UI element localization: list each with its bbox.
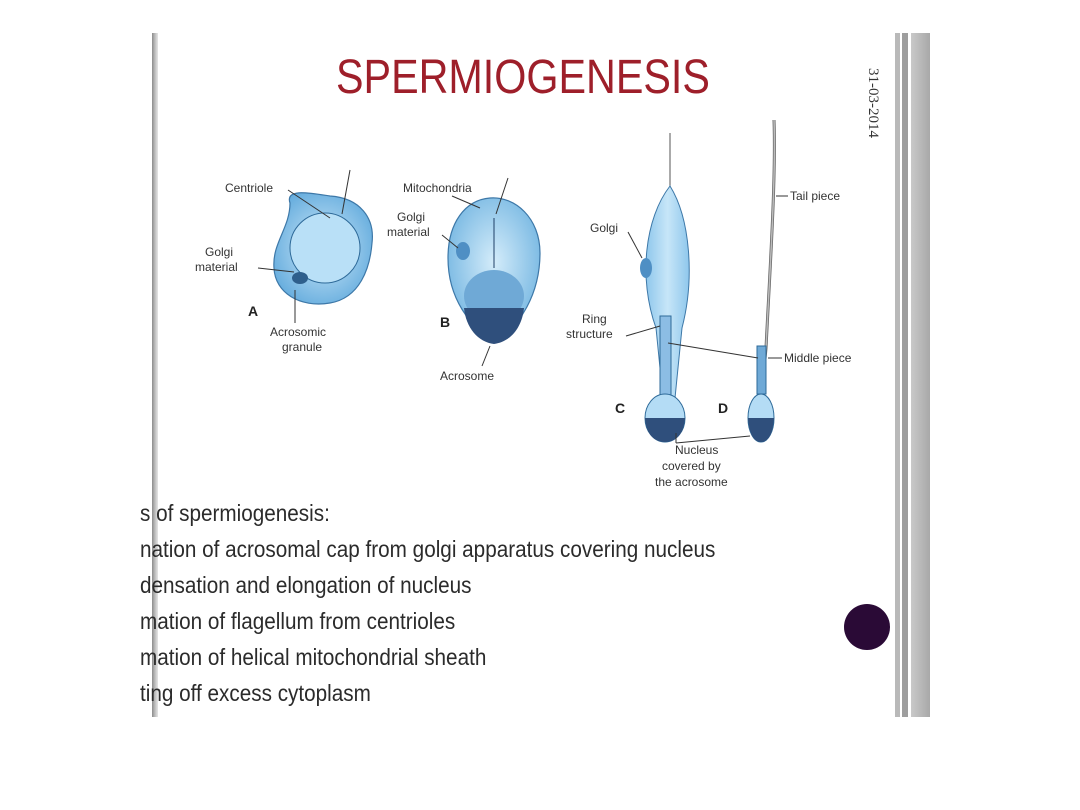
panel-letter-a: A	[248, 303, 258, 319]
bullet-item: mation of flagellum from centrioles	[140, 608, 456, 634]
label-ring-2: structure	[566, 327, 613, 341]
label-nucleus-1: Nucleus	[675, 443, 718, 457]
label-acrosomic-1: Acrosomic	[270, 325, 326, 339]
spermiogenesis-figure: Centriole Golgi material A Acrosomic gra…	[195, 119, 852, 489]
label-ring-1: Ring	[582, 312, 607, 326]
cell-a	[273, 169, 373, 305]
label-acrosome: Acrosome	[440, 369, 494, 383]
panel-letter-c: C	[615, 400, 625, 416]
label-tail-piece: Tail piece	[790, 189, 840, 203]
panel-letter-d: D	[718, 400, 728, 416]
slide-right-bar	[895, 33, 930, 717]
label-golgi-b-2: material	[387, 225, 430, 239]
bullet-item: ting off excess cytoplasm	[140, 680, 371, 706]
cell-b	[447, 177, 541, 344]
sperm-c	[640, 133, 690, 443]
bullet-item: nation of acrosomal cap from golgi appar…	[140, 536, 716, 562]
label-acrosomic-2: granule	[282, 340, 322, 354]
slide-date: 31-03-2014	[865, 68, 881, 138]
bullet-item: s of spermiogenesis:	[140, 500, 330, 526]
sperm-d	[747, 119, 776, 443]
bullet-item: densation and elongation of nucleus	[140, 572, 472, 598]
label-golgi-c: Golgi	[590, 221, 618, 235]
label-nucleus-2: covered by	[662, 459, 721, 473]
bullet-item: mation of helical mitochondrial sheath	[140, 644, 487, 670]
bullet-list: s of spermiogenesis: nation of acrosomal…	[140, 500, 880, 710]
label-mitochondria: Mitochondria	[403, 181, 472, 195]
panel-letter-b: B	[440, 314, 450, 330]
label-middle-piece: Middle piece	[784, 351, 852, 365]
slide-title: SPERMIOGENESIS	[336, 51, 710, 104]
slide-left-border	[152, 33, 158, 717]
label-golgi-a-1: Golgi	[205, 245, 233, 259]
slide-background	[152, 33, 930, 717]
label-centriole: Centriole	[225, 181, 273, 195]
label-nucleus-3: the acrosome	[655, 475, 728, 489]
accent-circle	[844, 604, 890, 650]
label-golgi-a-2: material	[195, 260, 238, 274]
label-golgi-b-1: Golgi	[397, 210, 425, 224]
